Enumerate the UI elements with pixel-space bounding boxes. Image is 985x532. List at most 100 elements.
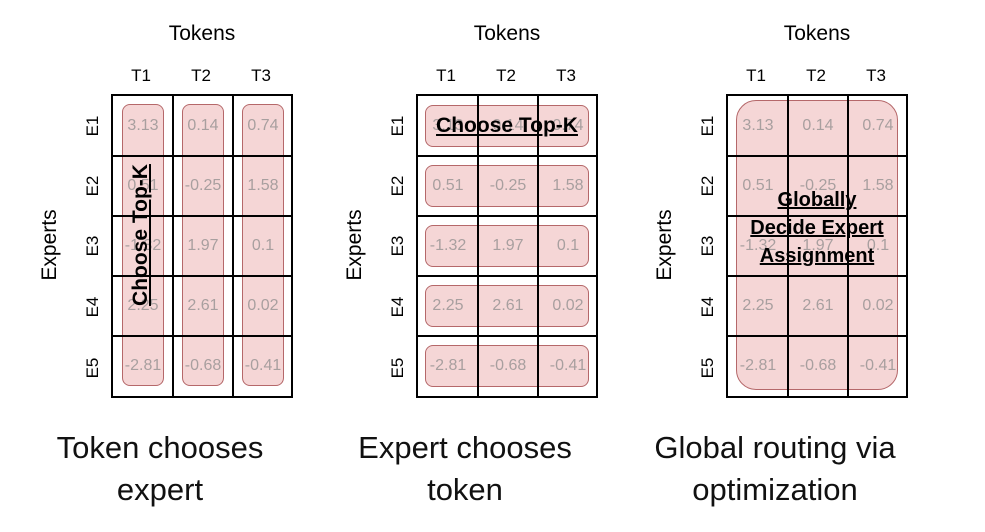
row-highlight-e4	[425, 285, 589, 327]
score-cell: -0.68	[489, 357, 527, 374]
row-highlight-e2	[425, 165, 589, 207]
grid-row-divider	[113, 335, 291, 337]
caption-line: Expert chooses	[358, 430, 572, 465]
score-cell: 0.51	[127, 177, 159, 194]
score-cell: -1.32	[124, 237, 162, 254]
row-header-e3: E3	[388, 235, 407, 257]
score-cell: 0.02	[552, 297, 584, 314]
column-highlight-t2	[182, 104, 224, 386]
row-highlight-e5	[425, 345, 589, 387]
score-cell: -1.32	[429, 237, 467, 254]
row-header-e1: E1	[698, 115, 717, 137]
score-cell: 1.97	[187, 237, 219, 254]
score-cell: -0.41	[244, 357, 282, 374]
global-assignment-line: Decide Expert	[750, 217, 884, 239]
score-cell: 2.61	[802, 297, 834, 314]
choose-top-k-label: Choose Top-K	[129, 164, 152, 306]
column-header-t2: T2	[806, 66, 826, 85]
score-cell: 2.25	[432, 297, 464, 314]
grid-row-divider	[728, 155, 906, 157]
score-cell: 0.74	[862, 117, 894, 134]
row-header-e5: E5	[698, 357, 717, 379]
row-header-e1: E1	[388, 115, 407, 137]
score-cell: 0.02	[247, 297, 279, 314]
grid-row-divider	[418, 335, 596, 337]
row-header-e5: E5	[388, 357, 407, 379]
column-header-t3: T3	[251, 66, 271, 85]
grid-column-divider	[847, 96, 849, 396]
score-cell: 0.14	[187, 117, 219, 134]
experts-axis-title: Experts	[343, 209, 366, 281]
panel-caption: Token chooses expert	[0, 427, 320, 511]
caption-line: Token chooses	[56, 430, 264, 465]
grid-row-divider	[418, 215, 596, 217]
score-cell: 2.61	[492, 297, 524, 314]
caption-line: expert	[116, 472, 204, 507]
row-highlight-e1	[425, 105, 589, 147]
row-header-e2: E2	[83, 175, 102, 197]
row-header-e4: E4	[388, 296, 407, 318]
column-highlight-t1	[122, 104, 164, 386]
score-cell: -1.32	[739, 237, 777, 254]
column-header-t1: T1	[436, 66, 456, 85]
score-cell: 0.51	[742, 177, 774, 194]
grid-column-divider	[477, 96, 479, 396]
column-highlight-t3	[242, 104, 284, 386]
column-header-t1: T1	[746, 66, 766, 85]
score-cell: -0.25	[489, 177, 527, 194]
caption-line: Global routing via	[654, 430, 896, 465]
grid-row-divider	[728, 215, 906, 217]
score-cell: 1.58	[862, 177, 894, 194]
score-cell: 0.14	[492, 117, 524, 134]
grid-row-divider	[113, 155, 291, 157]
score-cell: -0.68	[799, 357, 837, 374]
experts-axis-title: Experts	[38, 209, 61, 281]
grid-column-divider	[172, 96, 174, 396]
score-cell: 1.97	[492, 237, 524, 254]
tokens-axis-title: Tokens	[473, 22, 541, 45]
score-cell: 3.13	[127, 117, 159, 134]
grid-row-divider	[113, 215, 291, 217]
score-cell: 0.74	[552, 117, 584, 134]
panel-caption: Global routing via optimization	[615, 427, 935, 511]
tokens-axis-title: Tokens	[783, 22, 851, 45]
grid-row-divider	[728, 335, 906, 337]
experts-axis-title: Experts	[653, 209, 676, 281]
score-cell: -0.25	[799, 177, 837, 194]
score-cell: -2.81	[124, 357, 162, 374]
score-cell: -0.25	[184, 177, 222, 194]
score-cell: -0.41	[859, 357, 897, 374]
caption-line: optimization	[692, 472, 858, 507]
row-header-e1: E1	[83, 115, 102, 137]
grid-column-divider	[787, 96, 789, 396]
grid-row-divider	[418, 275, 596, 277]
column-header-t2: T2	[191, 66, 211, 85]
score-cell: 2.61	[187, 297, 219, 314]
score-cell: 0.1	[556, 237, 580, 254]
row-header-e2: E2	[388, 175, 407, 197]
grid-column-divider	[232, 96, 234, 396]
grid-row-divider	[113, 275, 291, 277]
score-cell: 1.58	[552, 177, 584, 194]
score-cell: 0.14	[802, 117, 834, 134]
row-highlight-e3	[425, 225, 589, 267]
score-cell: 3.13	[742, 117, 774, 134]
row-header-e3: E3	[83, 235, 102, 257]
grid-row-divider	[418, 155, 596, 157]
score-cell: -2.81	[429, 357, 467, 374]
score-cell: -0.41	[549, 357, 587, 374]
score-cell: -2.81	[739, 357, 777, 374]
row-header-e5: E5	[83, 357, 102, 379]
row-header-e2: E2	[698, 175, 717, 197]
grid-column-divider	[537, 96, 539, 396]
column-header-t3: T3	[556, 66, 576, 85]
score-cell: 2.25	[742, 297, 774, 314]
global-highlight	[736, 100, 898, 390]
score-cell: 1.97	[802, 237, 834, 254]
score-cell: 3.13	[432, 117, 464, 134]
